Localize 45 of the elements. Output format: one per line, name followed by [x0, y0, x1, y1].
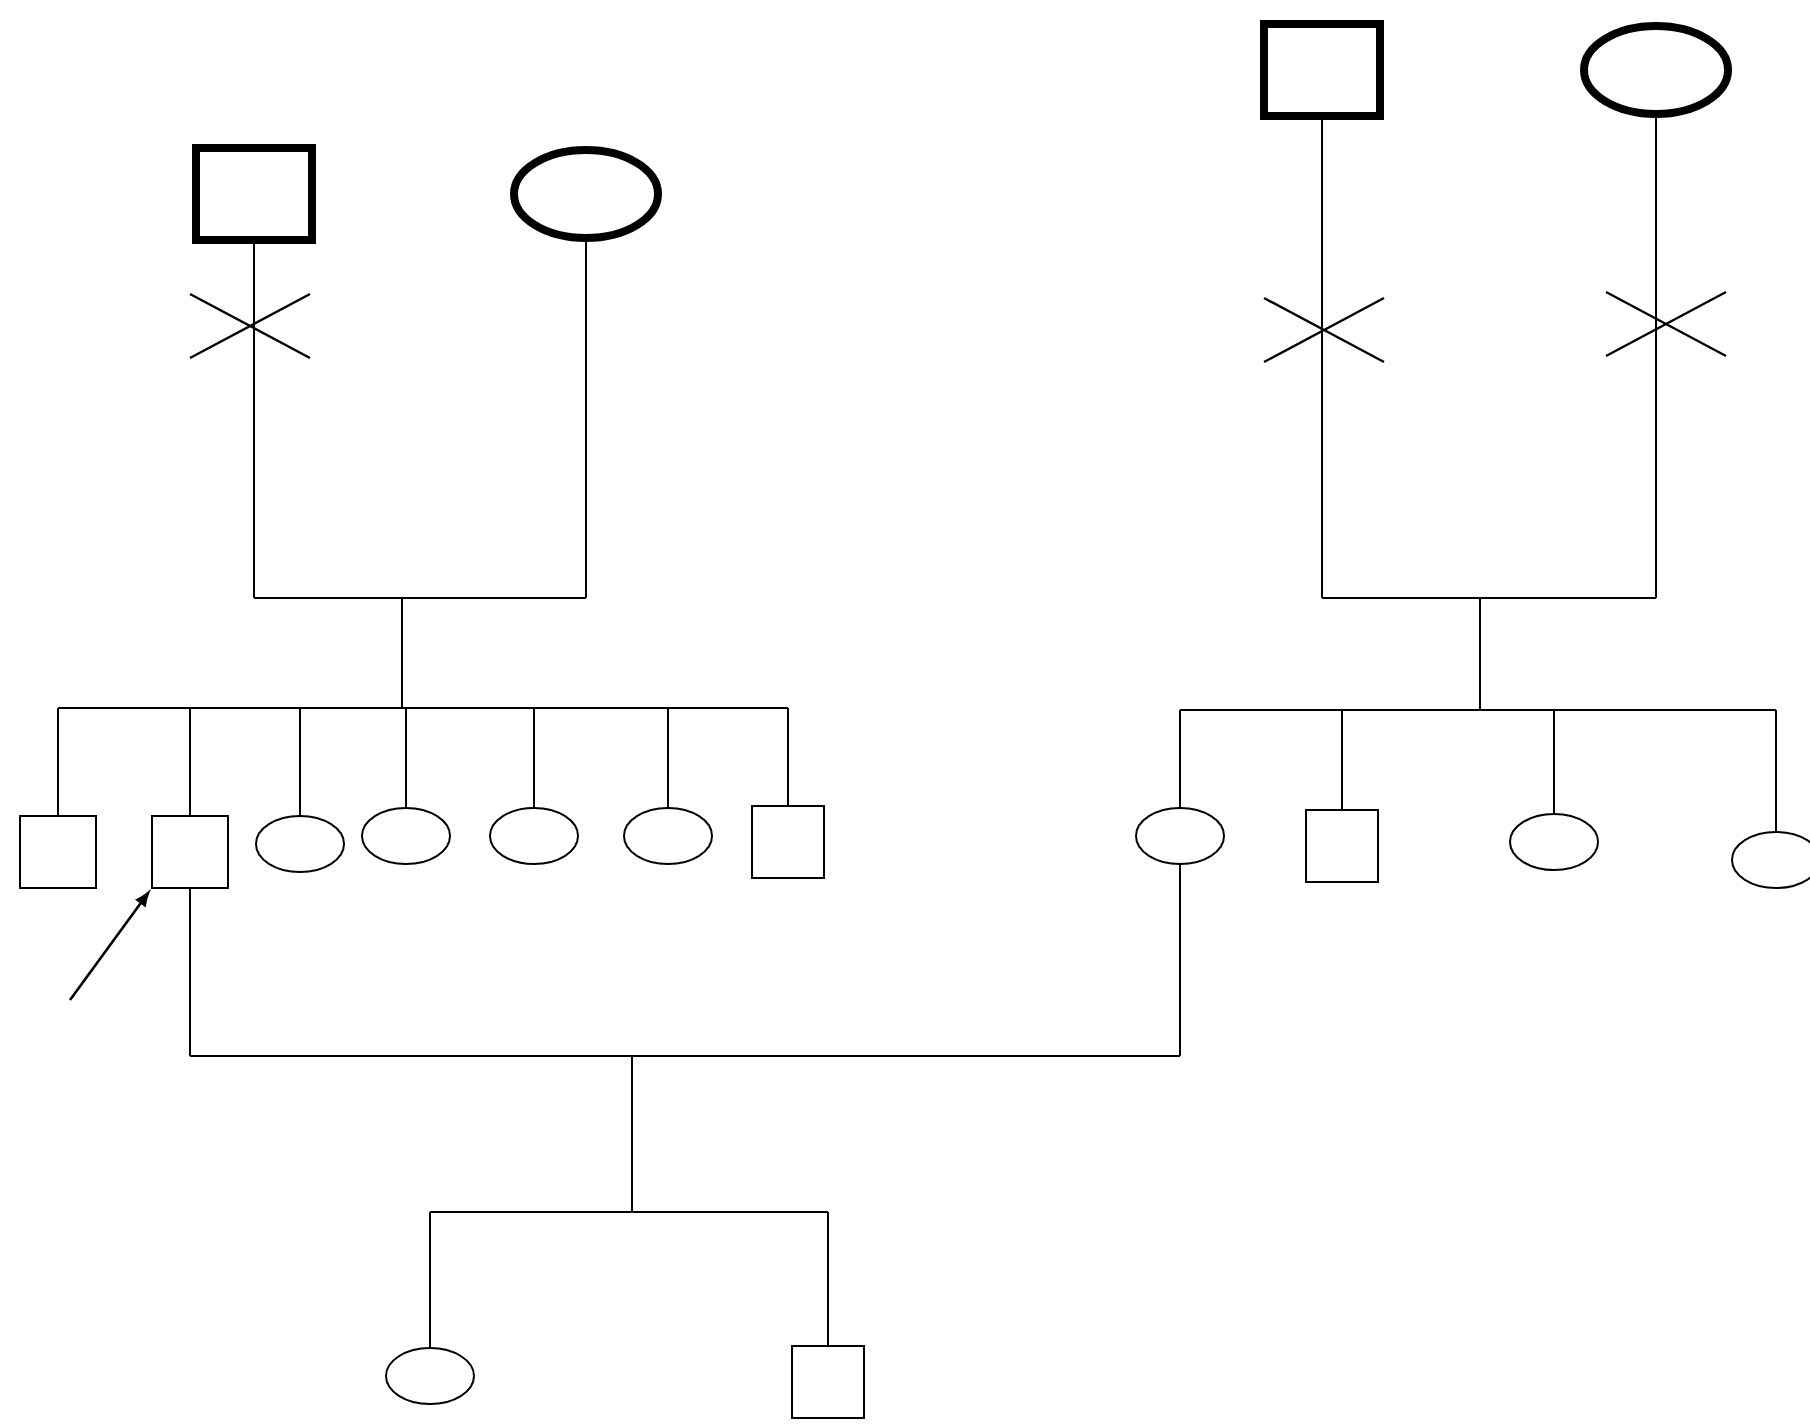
pedigree-line: [189, 707, 191, 816]
oval-symbol: [361, 807, 451, 865]
oval-symbol: [1135, 807, 1225, 865]
pedigree-line: [401, 597, 403, 709]
square-symbol: [791, 1345, 865, 1419]
pedigree-line: [57, 707, 789, 709]
oval-symbol: [1509, 813, 1599, 871]
square-symbol: [1260, 20, 1384, 120]
pedigree-line: [189, 888, 191, 1057]
square-symbol: [1305, 809, 1379, 883]
square-symbol: [751, 805, 825, 879]
pedigree-line: [253, 597, 587, 599]
pedigree-line: [1775, 709, 1777, 832]
pedigree-line: [533, 707, 535, 808]
pedigree-line: [1341, 709, 1343, 810]
oval-symbol: [1580, 22, 1732, 118]
pedigree-line: [1553, 709, 1555, 814]
oval-symbol: [623, 807, 713, 865]
pedigree-line: [1321, 119, 1323, 599]
pedigree-line: [1179, 709, 1181, 808]
pedigree-line: [57, 707, 59, 816]
pedigree-line: [405, 707, 407, 808]
pedigree-line: [585, 241, 587, 599]
square-symbol: [19, 815, 97, 889]
oval-symbol: [385, 1347, 475, 1405]
pedigree-line: [253, 243, 255, 599]
oval-symbol: [255, 815, 345, 873]
pedigree-line: [1655, 117, 1657, 599]
pedigree-line: [1479, 597, 1481, 711]
pedigree-line: [1179, 864, 1181, 1057]
pedigree-line: [189, 1055, 1181, 1057]
square-symbol: [151, 815, 229, 889]
pedigree-line: [631, 1055, 633, 1213]
oval-symbol: [489, 807, 579, 865]
arrow: [68, 892, 150, 1001]
pedigree-line: [429, 1211, 431, 1348]
pedigree-line: [787, 707, 789, 806]
oval-symbol: [510, 146, 662, 242]
pedigree-line: [429, 1211, 829, 1213]
pedigree-line: [827, 1211, 829, 1346]
pedigree-line: [1179, 709, 1777, 711]
pedigree-line: [1321, 597, 1657, 599]
pedigree-line: [299, 707, 301, 816]
pedigree-line: [667, 707, 669, 808]
square-symbol: [192, 144, 316, 244]
